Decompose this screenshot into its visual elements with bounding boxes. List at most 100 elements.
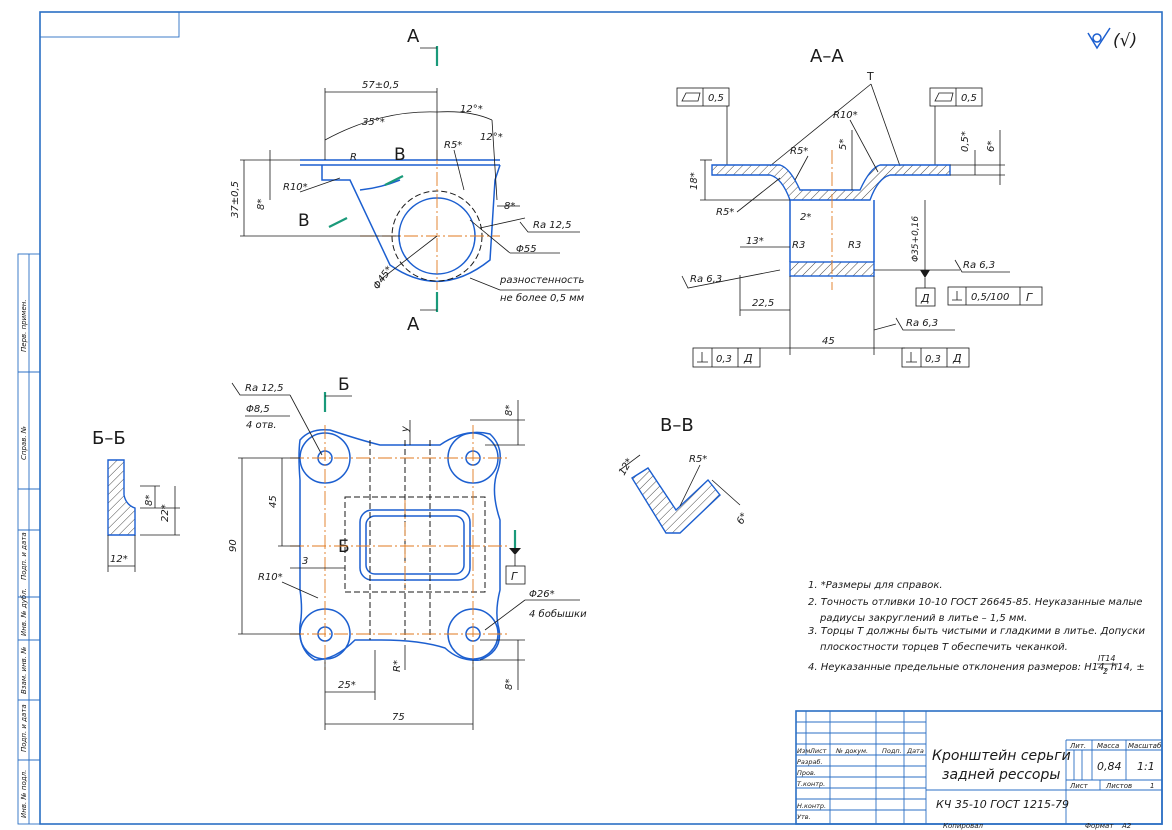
perp-datum-d-left: Д xyxy=(743,352,753,365)
pv-dim-r: R* xyxy=(392,660,403,672)
section-bb-title: Б–Б xyxy=(92,428,126,449)
strip-label-4: Инв. № дубл. xyxy=(20,588,28,636)
side-strip-labels: Перв. примен. Справ. № Подп. и дата Инв.… xyxy=(20,299,28,818)
sheet-frame xyxy=(17,11,1163,825)
tb-material: КЧ 35-10 ГОСТ 1215-79 xyxy=(936,798,1069,811)
tb-masshtab-label: Масштаб xyxy=(1128,742,1162,750)
section-vv-title: В–В xyxy=(660,415,694,436)
aa-dim-phi35: Φ35+0,16 xyxy=(911,216,921,262)
aa-dim-r5: R5* xyxy=(790,146,808,157)
dim-r10: R10* xyxy=(283,182,308,193)
dim-8a: 8* xyxy=(256,199,267,210)
note-line-4: 3. Торцы Т должны быть чистыми и гладким… xyxy=(808,625,1146,637)
aa-dim-225: 22,5 xyxy=(752,298,774,309)
dim-r5: R5* xyxy=(444,140,462,151)
tb-col-ndok: № докум. xyxy=(835,747,868,755)
note-fraction-den: 2 xyxy=(1103,667,1108,676)
tb-scale-value: 1:1 xyxy=(1137,760,1155,773)
aa-dim-r5b: R5* xyxy=(716,207,734,218)
datum-d-label: Д xyxy=(920,292,930,305)
perp-datum-d-right: Д xyxy=(952,352,962,365)
tb-row-nkontr: Н.контр. xyxy=(797,802,826,810)
pv-dim-8b: 8* xyxy=(504,679,515,690)
strip-label-2: Справ. № xyxy=(20,426,28,460)
section-mark-v-bottom: В xyxy=(298,211,310,231)
tb-col-list: Лист xyxy=(809,747,827,755)
bb-dim-12: 12* xyxy=(110,554,128,565)
note-line-2: 2. Точность отливки 10-10 ГОСТ 26645-85.… xyxy=(808,597,1142,608)
general-roughness-sign: (√) xyxy=(1087,27,1137,51)
aa-dim-05: 0,5* xyxy=(960,131,971,152)
strip-label-7: Инв. № подл. xyxy=(20,770,28,818)
section-bb-view: Б–Б 12* 8* 22* xyxy=(92,428,180,572)
note-runout-2: не более 0,5 мм xyxy=(500,292,585,304)
section-mark-v-top: В xyxy=(394,145,406,165)
pv-dim-phi85: Φ8,5 xyxy=(246,404,270,415)
title-block: Изм. Лист № докум. Подп. Дата Разраб. Пр… xyxy=(795,710,1163,830)
tb-col-izm: Изм. xyxy=(797,747,812,755)
note-line-3: радиусы закруглений в литье – 1,5 мм. xyxy=(819,613,1027,624)
tb-row-prov: Пров. xyxy=(797,769,816,777)
tb-format-value: А2 xyxy=(1121,822,1132,830)
technical-notes: 1. *Размеры для справок. 2. Точность отл… xyxy=(808,580,1146,676)
dim-12deg: 12°* xyxy=(460,104,483,115)
vv-dim-12: 12* xyxy=(617,457,635,478)
bb-dim-22: 22* xyxy=(160,504,171,522)
tb-lit-label: Лит. xyxy=(1069,742,1086,750)
flatness-value-right: 0,5 xyxy=(961,93,977,104)
perp-value-center: 0,3 xyxy=(925,354,941,365)
aa-dim-13: 13* xyxy=(746,236,764,247)
pv-dim-8a: 8* xyxy=(504,405,515,416)
dim-35deg: 35°* xyxy=(362,117,385,128)
note-runout-1: разностенность xyxy=(499,275,584,286)
bb-dim-8: 8* xyxy=(144,495,155,506)
datum-triangle-d xyxy=(920,270,930,278)
note-line-1: 1. *Размеры для справок. xyxy=(808,580,943,591)
section-aa-title: А–А xyxy=(810,46,844,67)
aa-dim-2: 2* xyxy=(800,212,811,223)
tb-listov-value: 1 xyxy=(1150,782,1154,790)
tb-listov-label: Листов xyxy=(1105,782,1132,790)
dim-phi55: Φ55 xyxy=(516,244,537,255)
aa-dim-18: 18* xyxy=(689,172,700,190)
dim-12deg-2: 12°* xyxy=(480,132,503,143)
aa-dim-5: 5* xyxy=(838,139,849,150)
aa-roughness-ra63-right: Ra 6,3 xyxy=(963,260,995,271)
pv-dim-45: 45 xyxy=(268,495,279,508)
pv-dim-y: у xyxy=(400,425,411,433)
tb-format-label: Формат xyxy=(1085,822,1114,830)
tb-col-data: Дата xyxy=(906,747,924,755)
pv-roughness-ra125: Ra 12,5 xyxy=(245,383,284,394)
tb-row-tkontr: Т.контр. xyxy=(797,780,825,788)
top-view: А А 57±0,5 37±0,5 8* 35°* 12°* 12°* R5* … xyxy=(230,26,585,335)
tb-mass-value: 0,84 xyxy=(1097,760,1122,773)
tb-title-line1: Кронштейн серьги xyxy=(932,748,1071,764)
note-fraction-num: IT14 xyxy=(1098,654,1115,663)
tb-title-line2: задней рессоры xyxy=(942,767,1060,783)
dim-37: 37±0,5 xyxy=(230,181,241,218)
note-line-5: плоскостности торцев Т обеспечить чеканк… xyxy=(820,641,1068,653)
pv-dim-3: 3 xyxy=(302,556,308,567)
pv-dim-4bob: 4 бобышки xyxy=(529,608,587,620)
pv-dim-r10: R10* xyxy=(258,572,283,583)
perp-datum-g: Г xyxy=(1026,291,1033,304)
section-mark-a-bottom: А xyxy=(407,314,420,335)
strip-label-6: Подп. и дата xyxy=(20,704,28,752)
tb-kopiroval: Копировал xyxy=(943,822,984,830)
vv-dim-6: 6* xyxy=(735,511,750,526)
aa-dim-r3b: R3 xyxy=(848,240,861,251)
pv-dim-phi26: Φ26* xyxy=(529,589,555,600)
aa-roughness-ra63-left: Ra 6,3 xyxy=(690,274,722,285)
aa-dim-45: 45 xyxy=(822,336,835,347)
vv-dim-r5: R5* xyxy=(689,454,707,465)
pv-dim-90: 90 xyxy=(228,539,239,552)
strip-label-3: Подп. и дата xyxy=(20,532,28,580)
datum-g-label: Г xyxy=(511,570,518,583)
aa-dim-r10: R10* xyxy=(833,110,858,121)
dim-57: 57±0,5 xyxy=(362,80,399,91)
section-vv-view: В–В 12* R5* 6* xyxy=(617,415,750,534)
tb-col-podp: Подп. xyxy=(882,747,902,755)
note-line-6: 4. Неуказанные предельные отклонения раз… xyxy=(808,662,1145,673)
dim-8b: 8* xyxy=(504,201,515,212)
